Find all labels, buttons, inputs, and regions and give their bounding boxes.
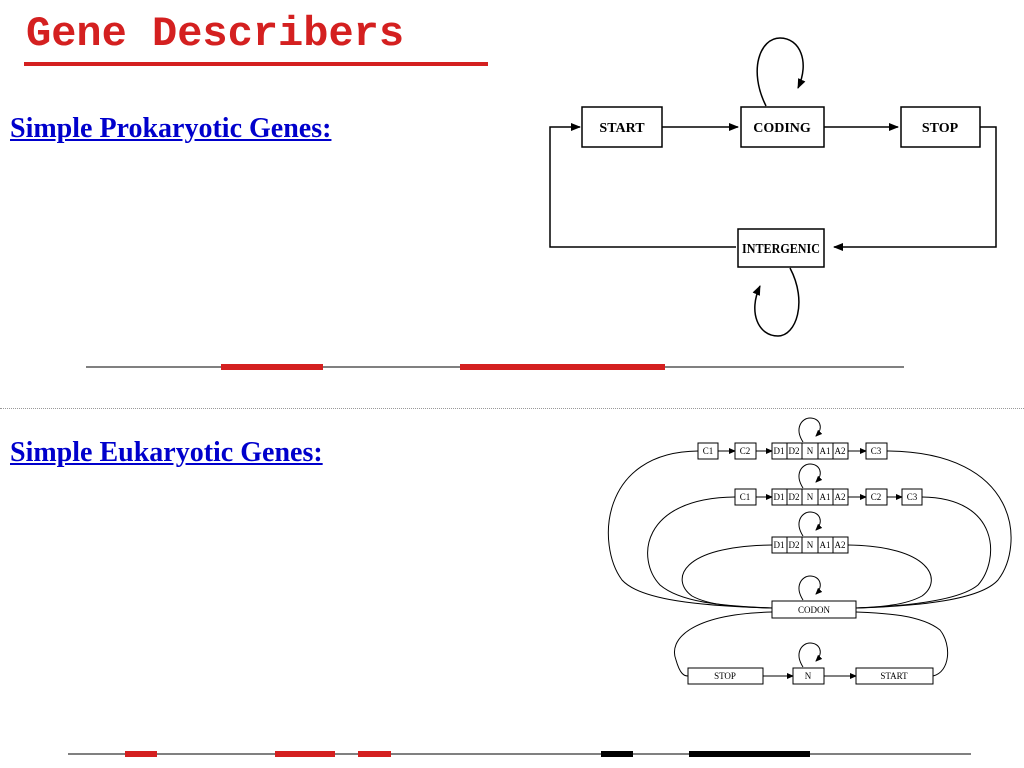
state-stop-box bbox=[687, 667, 764, 685]
title-underline bbox=[24, 62, 488, 66]
state-a2-box bbox=[832, 536, 849, 554]
exon-segment bbox=[358, 751, 391, 757]
edge-loop-row1-right bbox=[855, 450, 1012, 609]
state-c1-label: C1 bbox=[703, 446, 714, 456]
state-start-box bbox=[855, 667, 934, 685]
exon-segment bbox=[125, 751, 157, 757]
state-c3-label: C3 bbox=[907, 492, 918, 502]
state-a1-label: A1 bbox=[820, 446, 831, 456]
state-intergenic-box bbox=[737, 228, 825, 268]
state-stop-box bbox=[900, 106, 981, 148]
state-d1-label: D1 bbox=[774, 492, 785, 502]
state-intergenic-label: INTERGENIC bbox=[742, 242, 820, 257]
state-codon-label: CODON bbox=[798, 605, 831, 615]
state-n-label: N bbox=[805, 671, 812, 681]
state-c2-box bbox=[865, 488, 888, 506]
state-coding-box bbox=[740, 106, 825, 148]
self-loop-n-bottom bbox=[798, 642, 823, 668]
eukaryotic-row-bottom: STOP N START bbox=[687, 667, 934, 685]
state-stop-label: STOP bbox=[922, 121, 959, 136]
state-c3-box bbox=[901, 488, 923, 506]
state-start-label: START bbox=[880, 671, 908, 681]
state-a2-label: A2 bbox=[835, 446, 846, 456]
state-start-box bbox=[581, 106, 663, 148]
state-a2-label: A2 bbox=[835, 540, 846, 550]
state-stop-label: STOP bbox=[714, 671, 736, 681]
state-n-label: N bbox=[807, 492, 814, 502]
edge-codon-stop bbox=[674, 611, 773, 677]
eukaryotic-row-1: C1 C2 D1 D2 N A1 A2 C3 bbox=[697, 442, 888, 460]
self-loop-n-row2 bbox=[798, 463, 823, 489]
slide-title: Gene Describers bbox=[26, 10, 405, 58]
state-d2-label: D2 bbox=[789, 446, 800, 456]
state-c1-box bbox=[697, 442, 719, 460]
state-a2-box bbox=[832, 488, 849, 506]
eukaryotic-row-3: D1 D2 N A1 A2 bbox=[771, 536, 849, 554]
prokaryotic-diagram: START CODING STOP INTERGENIC bbox=[549, 37, 997, 337]
state-d2-label: D2 bbox=[789, 492, 800, 502]
edge-intergenic-start bbox=[549, 123, 736, 248]
state-c3-label: C3 bbox=[871, 446, 882, 456]
edge-stop-intergenic bbox=[833, 126, 997, 251]
state-c2-box bbox=[734, 442, 757, 460]
self-loop-intergenic bbox=[752, 267, 800, 337]
edge-loop-row3-left bbox=[681, 544, 773, 609]
state-n-box bbox=[792, 667, 825, 685]
eukaryotic-row-2: C1 D1 D2 N A1 A2 C2 C3 bbox=[734, 488, 923, 506]
state-c2-label: C2 bbox=[740, 446, 751, 456]
self-loop-coding bbox=[756, 37, 806, 107]
state-c1-box bbox=[734, 488, 757, 506]
edge-loop-row3-right bbox=[847, 544, 932, 609]
eukaryotic-diagram: C1 C2 D1 D2 N A1 A2 C3 C1 D1 D2 N bbox=[607, 417, 1012, 685]
state-a2-label: A2 bbox=[835, 492, 846, 502]
exon-segment bbox=[275, 751, 335, 757]
self-loop-codon bbox=[798, 575, 823, 601]
state-c2-label: C2 bbox=[871, 492, 882, 502]
state-n-label: N bbox=[807, 540, 814, 550]
state-d2-label: D2 bbox=[789, 540, 800, 550]
prokaryotic-sequence-track bbox=[86, 364, 904, 370]
state-c1-label: C1 bbox=[740, 492, 751, 502]
state-start-label: START bbox=[599, 121, 645, 136]
self-loop-n-row3 bbox=[798, 511, 823, 537]
state-a1-label: A1 bbox=[820, 492, 831, 502]
eukaryotic-heading: Simple Eukaryotic Genes: bbox=[10, 437, 323, 468]
state-coding-label: CODING bbox=[753, 121, 811, 136]
state-d1-label: D1 bbox=[774, 446, 785, 456]
edge-loop-row1-left bbox=[607, 450, 773, 609]
state-a1-label: A1 bbox=[820, 540, 831, 550]
coding-segment bbox=[460, 364, 665, 370]
state-c3-box bbox=[865, 442, 888, 460]
state-a2-box bbox=[832, 442, 849, 460]
prokaryotic-heading: Simple Prokaryotic Genes: bbox=[10, 113, 332, 144]
state-d1-label: D1 bbox=[774, 540, 785, 550]
edge-loop-row2-right bbox=[855, 496, 992, 609]
self-loop-n-row1 bbox=[798, 417, 823, 443]
state-n-label: N bbox=[807, 446, 814, 456]
edge-loop-row2-left bbox=[647, 496, 773, 609]
coding-segment bbox=[221, 364, 323, 370]
state-codon-box bbox=[771, 600, 857, 619]
exon-segment-reverse bbox=[601, 751, 633, 757]
edge-start-codon bbox=[855, 611, 949, 677]
section-divider bbox=[0, 408, 1024, 409]
exon-segment-reverse bbox=[689, 751, 810, 757]
eukaryotic-sequence-track bbox=[68, 751, 971, 757]
